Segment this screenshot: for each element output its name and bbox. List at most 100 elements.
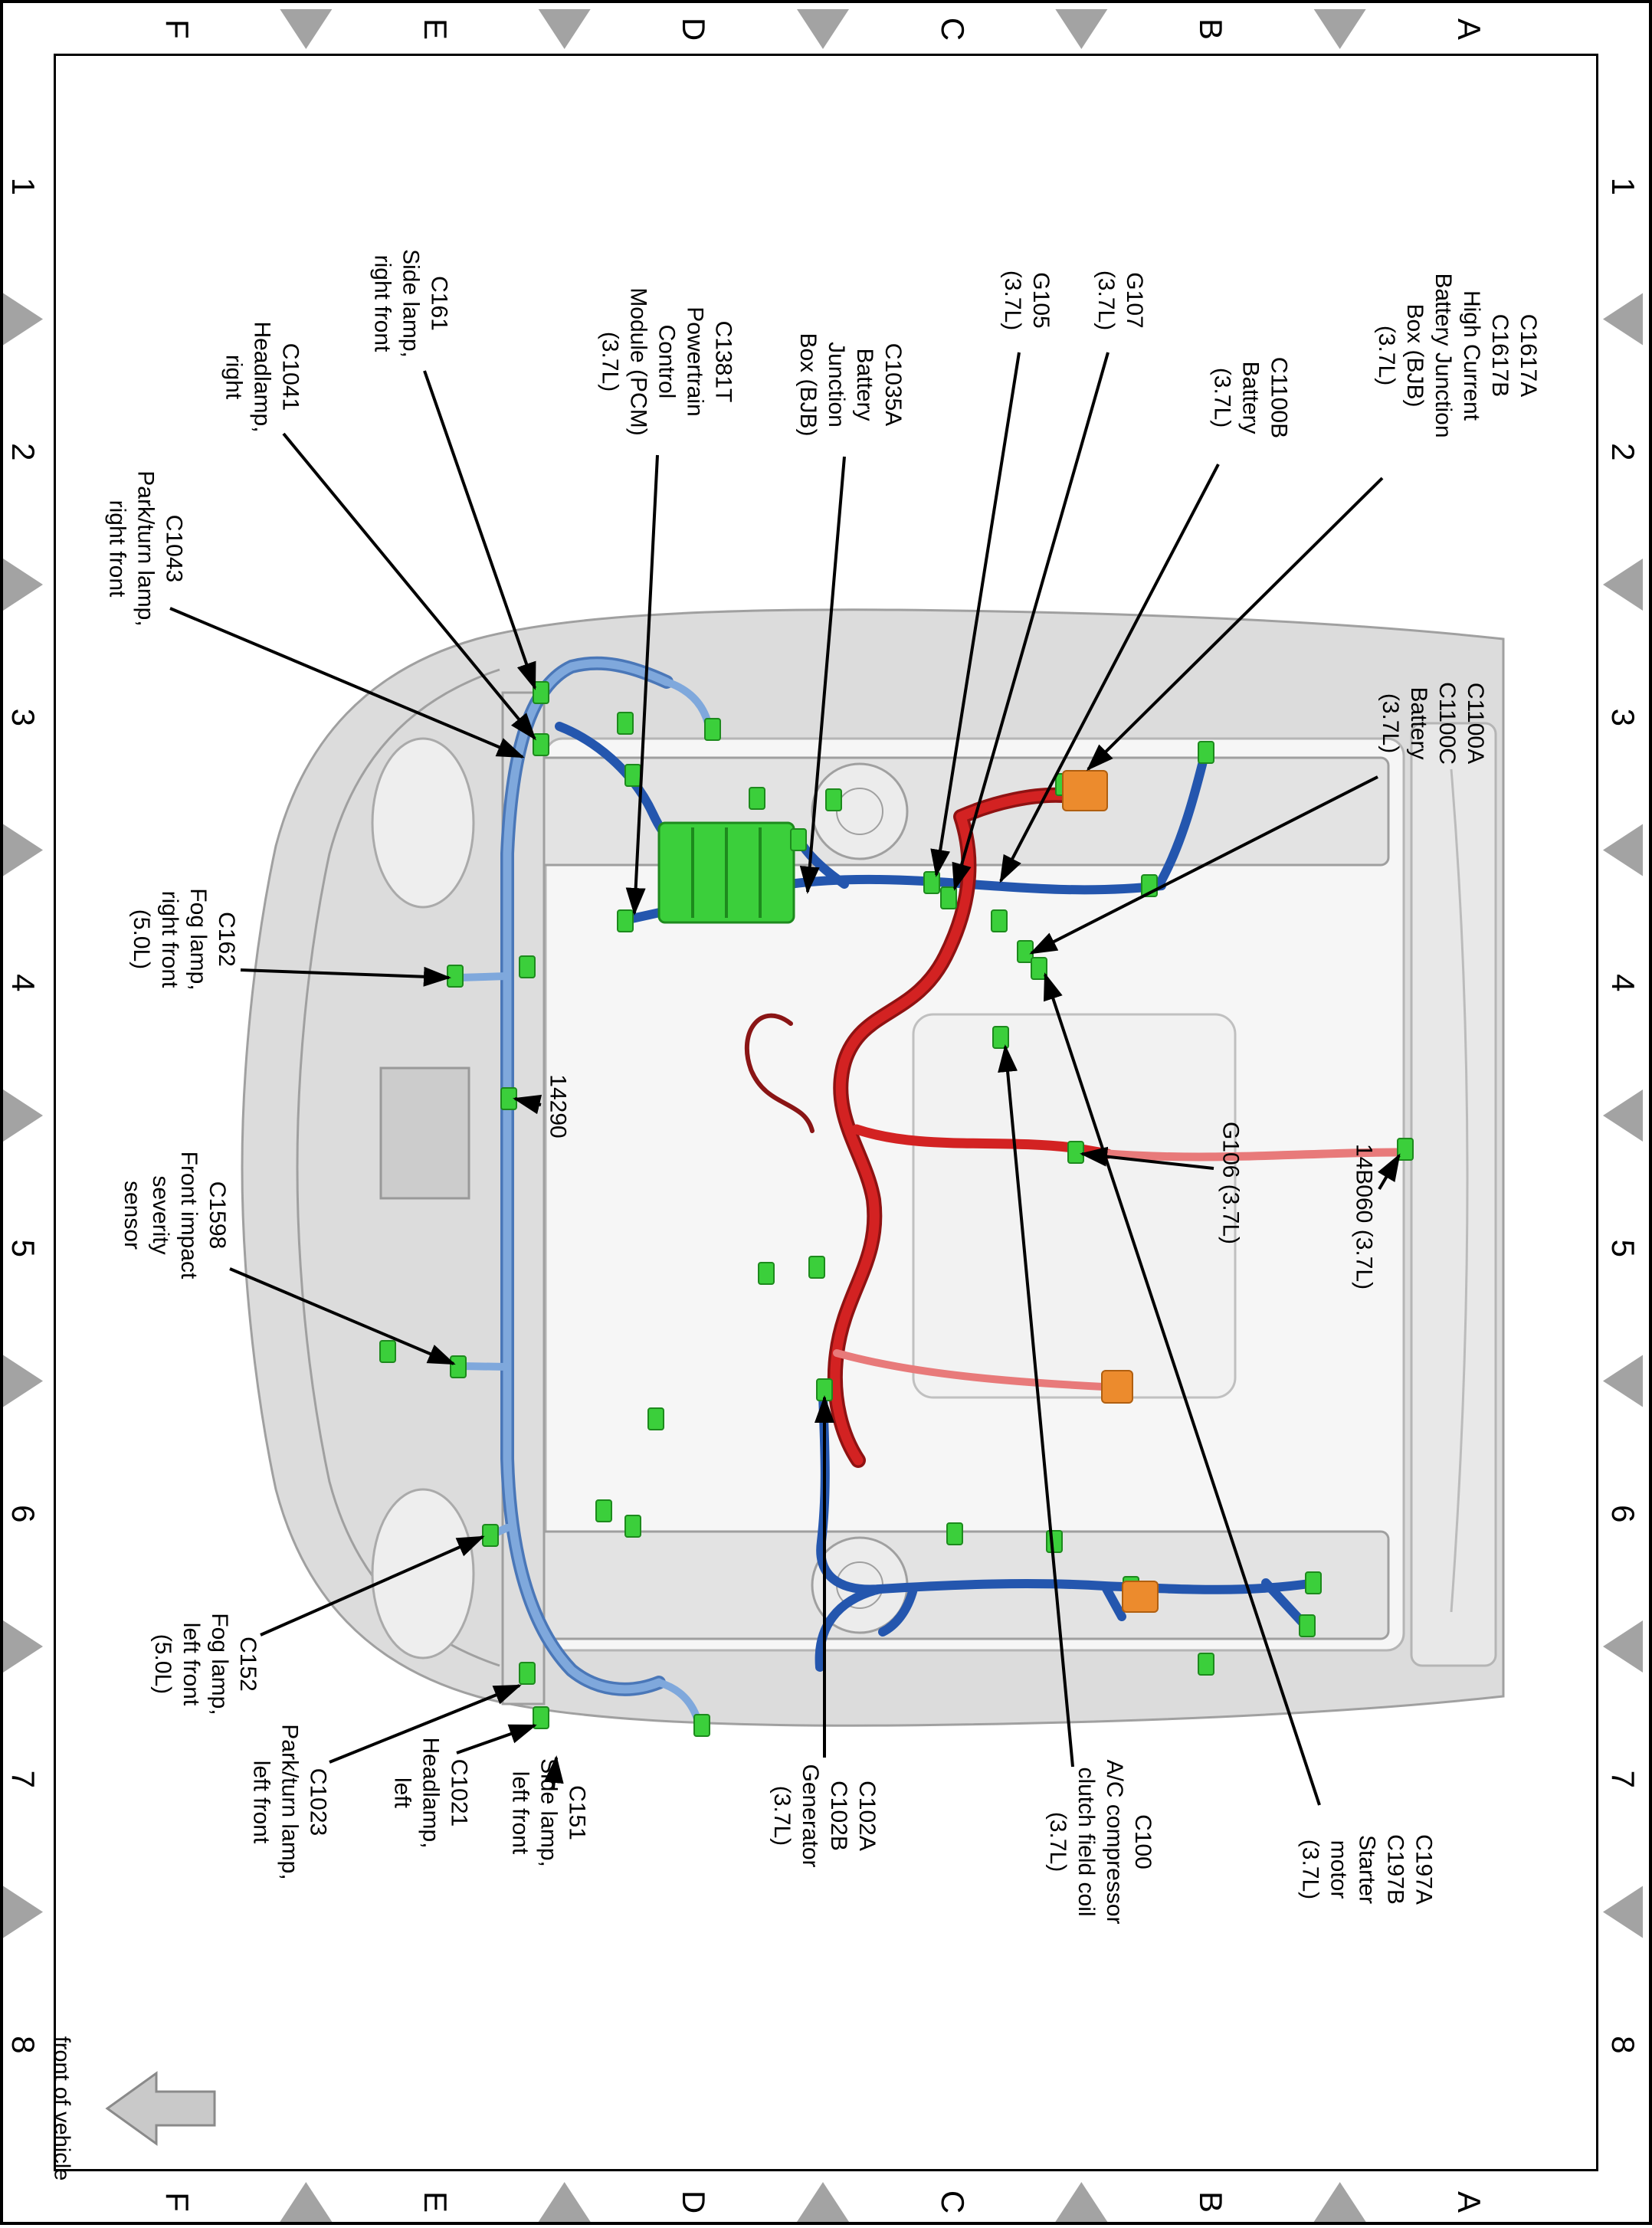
part-label-line: Park/turn lamp,: [133, 470, 159, 627]
part-label-line: severity: [148, 1175, 173, 1255]
grid-triangle-left: [538, 9, 591, 49]
part-label-line: right front: [104, 500, 130, 598]
part-label-line: C162: [214, 912, 239, 967]
grid-triangle-left: [1055, 9, 1108, 49]
part-label-line: (3.7L): [1093, 270, 1119, 331]
part-label-line: C161: [426, 276, 452, 331]
grid-triangle-bottom: [3, 559, 43, 611]
part-label-line: (3.7L): [1000, 270, 1025, 331]
leader-arrow-c161-side-lamp-right: [423, 370, 536, 690]
part-label-line: 14290: [545, 1074, 571, 1139]
green-connector: [1031, 957, 1047, 980]
hood-latch-support: [379, 1066, 470, 1200]
part-label-line: Battery Junction: [1431, 273, 1456, 438]
part-label-line: Side lamp,: [398, 249, 424, 358]
part-label-line: G105: [1028, 272, 1054, 329]
part-label-line: Module (PCM): [625, 287, 651, 436]
green-connector: [991, 909, 1008, 932]
leader-arrow-c1021-headlamp-left: [456, 1724, 537, 1755]
leader-arrow-c162-fog-right: [240, 966, 451, 987]
part-label-line: C1617A: [1516, 313, 1541, 398]
part-label-line: C197A: [1411, 1834, 1437, 1905]
grid-triangle-top: [1603, 293, 1643, 346]
leader-arrow-layer: [169, 352, 1401, 1806]
leader-arrow-wire-14b060: [1378, 1153, 1401, 1191]
leader-arrow-c1041-headlamp-right: [282, 432, 536, 741]
front-of-vehicle-arrow-icon: [105, 2071, 216, 2146]
grid-triangle-left: [280, 9, 333, 49]
part-label-line: C1043: [161, 514, 187, 583]
grid-triangle-left: [797, 9, 849, 49]
part-label-line: Fog lamp,: [207, 1613, 232, 1715]
alternator-cable: [833, 1349, 1107, 1391]
part-label-line: High Current: [1459, 290, 1484, 421]
grid-col-3-bottom: 3: [5, 708, 41, 726]
part-label-line: C1598: [205, 1181, 230, 1250]
grid-col-5-bottom: 5: [5, 1239, 41, 1257]
grid-row-F-right: F: [159, 2192, 195, 2212]
leader-arrow-c1043-park-turn-right: [169, 607, 525, 759]
part-label-line: Box (BJB): [1402, 303, 1427, 408]
green-connector: [482, 1524, 499, 1547]
grid-triangle-right: [1055, 2182, 1108, 2222]
green-connector: [617, 712, 634, 735]
grid-triangle-right: [280, 2182, 333, 2222]
part-label-line: right front: [369, 254, 395, 352]
ground-wire-dark-red: [744, 1013, 815, 1133]
headlamp-pocket-left: [371, 1488, 475, 1660]
grid-row-D-right: D: [676, 2190, 713, 2214]
pcm-connector-ribs: [691, 827, 762, 918]
leader-arrow-c1598-impact-sensor: [229, 1267, 456, 1365]
grid-triangle-bottom: [3, 1620, 43, 1673]
grid-triangle-bottom: [3, 1089, 43, 1142]
grid-triangle-top: [1603, 1089, 1643, 1142]
part-label-line: Park/turn lamp,: [277, 1724, 303, 1880]
green-connector: [533, 733, 549, 756]
green-connector: [519, 1662, 536, 1685]
part-label-line: (5.0L): [129, 909, 154, 970]
grid-row-B-left: B: [1193, 18, 1229, 41]
grid-col-7-bottom: 7: [5, 1770, 41, 1788]
green-connector: [1299, 1614, 1316, 1637]
part-label-line: (3.7L): [1297, 1839, 1323, 1900]
green-connector: [1198, 741, 1214, 764]
green-connector: [758, 1262, 775, 1285]
grid-col-8-top: 8: [1605, 2036, 1641, 2054]
part-label-line: Side lamp,: [536, 1758, 562, 1867]
harness-14290-branches: [456, 678, 713, 1728]
part-label-g106: G106 (3.7L): [1217, 1122, 1245, 1244]
green-connector: [704, 718, 721, 741]
cowl-panel: [1410, 722, 1497, 1667]
part-label-line: left front: [248, 1760, 274, 1844]
part-label-line: C102A: [854, 1781, 880, 1851]
green-connector: [519, 955, 536, 978]
leader-arrow-g107: [952, 352, 1110, 891]
leader-arrow-c1035a-bjb: [799, 456, 846, 894]
leader-arrow-c1100b-battery: [999, 464, 1220, 883]
grid-row-B-right: B: [1193, 2190, 1229, 2213]
leader-arrow-g105: [930, 352, 1021, 877]
part-label-line: left front: [179, 1622, 204, 1706]
green-connector: [1305, 1571, 1322, 1594]
headlamp-pocket-right: [371, 737, 475, 909]
grid-col-1-top: 1: [1605, 177, 1641, 195]
grid-col-6-top: 6: [1605, 1505, 1641, 1523]
part-label-line: Headlamp,: [249, 321, 275, 433]
green-connector: [595, 1499, 612, 1522]
green-connector: [533, 1706, 549, 1729]
grid-triangle-top: [1603, 1620, 1643, 1673]
part-label-line: left front: [507, 1771, 533, 1855]
harness-14290: [503, 659, 671, 1694]
part-label-line: G106 (3.7L): [1218, 1121, 1244, 1245]
grid-triangle-left: [1313, 9, 1366, 49]
grid-col-4-bottom: 4: [5, 974, 41, 992]
grid-col-5-top: 5: [1605, 1239, 1641, 1257]
grid-row-F-left: F: [159, 19, 195, 39]
